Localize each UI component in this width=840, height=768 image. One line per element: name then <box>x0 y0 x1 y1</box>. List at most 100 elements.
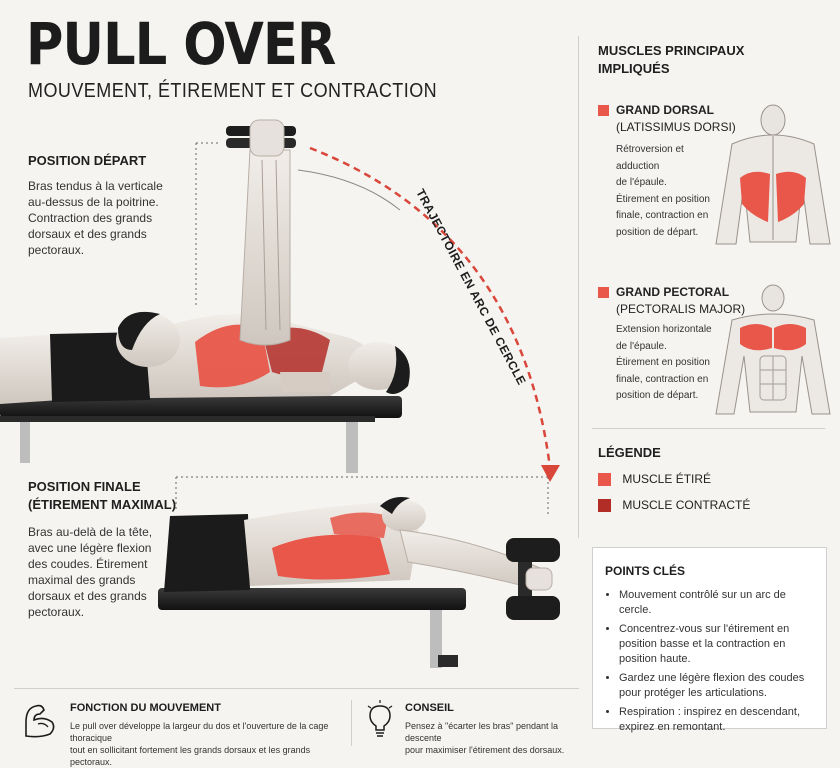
function-line: Le pull over développe la largeur du dos… <box>70 721 329 743</box>
key-point-item: Mouvement contrôlé sur un arc de cercle. <box>619 588 814 618</box>
back-head <box>760 104 786 136</box>
front-abs <box>759 355 787 401</box>
legend-stretched-swatch <box>598 473 611 487</box>
dorsal-name: GRAND DORSAL (LATISSIMUS DORSI) <box>598 102 736 136</box>
lightbulb-icon <box>367 700 393 737</box>
tip-line: Pensez à "écarter les bras" pendant la d… <box>405 721 558 743</box>
end-heading-line: POSITION FINALE <box>28 479 141 494</box>
legend-contracted-swatch <box>598 499 611 513</box>
start-bench-leg <box>20 418 30 463</box>
back-anatomy-figure <box>715 104 831 245</box>
dorsal-name-line: (LATISSIMUS DORSI) <box>616 120 736 134</box>
dorsal-name-line: GRAND DORSAL <box>616 103 714 117</box>
start-bench-pad <box>0 396 402 418</box>
end-dumbbell-plate <box>506 596 560 620</box>
key-points-list: Mouvement contrôlé sur un arc de cercle.… <box>605 588 814 735</box>
start-line: Contraction des grands <box>28 211 153 225</box>
pectoral-name-line: (PECTORALIS MAJOR) <box>616 302 746 316</box>
end-bench-foot <box>438 655 458 667</box>
end-position-figure <box>158 497 560 668</box>
end-line: Bras au-delà de la tête, <box>28 525 153 539</box>
pectoral-name: GRAND PECTORAL (PECTORALIS MAJOR) <box>598 284 745 318</box>
key-points-heading: POINTS CLÉS <box>605 564 686 578</box>
end-position-heading: POSITION FINALE (ÉTIREMENT MAXIMAL) <box>28 478 176 514</box>
footer-separator <box>351 700 352 746</box>
end-hands <box>525 567 553 591</box>
start-line: dorsaux et des grands <box>28 227 147 241</box>
key-points-box: POINTS CLÉS Mouvement contrôlé sur un ar… <box>592 547 827 733</box>
dorsal-line: de l'épaule. <box>616 177 667 188</box>
start-line: au-dessus de la poitrine. <box>28 195 159 209</box>
start-position-heading: POSITION DÉPART <box>28 153 147 168</box>
tip-heading: CONSEIL <box>405 702 454 714</box>
end-line: dorsaux et des grands <box>28 589 147 603</box>
legend-heading: LÉGENDE <box>598 445 661 460</box>
dorsal-line: Étirement en position <box>616 193 710 205</box>
legend-contracted: MUSCLE CONTRACTÉ <box>598 498 750 513</box>
start-arm-line <box>261 159 267 331</box>
end-line: maximal des grands <box>28 573 136 587</box>
start-bench-leg <box>346 418 358 473</box>
start-bench-frame <box>0 416 375 422</box>
pectoral-line: finale, contraction en <box>616 373 709 385</box>
dorsal-line: finale, contraction en <box>616 210 709 221</box>
exercise-illustration <box>0 119 560 668</box>
start-hair <box>118 311 160 350</box>
muscles-heading-line: IMPLIQUÉS <box>598 61 670 76</box>
key-point-item: Gardez une légère flexion des coudes pou… <box>619 671 814 701</box>
trajectory-inner-arc <box>297 169 401 211</box>
trajectory-arrowhead <box>541 465 560 482</box>
key-point-item: Respiration : inspirez en descendant, ex… <box>619 705 814 735</box>
tip-line: pour maximiser l'étirement des dorsaux. <box>405 745 565 755</box>
legend-stretched-label: MUSCLE ÉTIRÉ <box>622 472 712 486</box>
start-position-description: Bras tendus à la verticale au-dessus de … <box>28 178 198 258</box>
biceps-icon <box>25 704 55 738</box>
start-legs <box>0 334 60 404</box>
start-position-figure <box>0 119 410 473</box>
key-point-item: Concentrez-vous sur l'étirement en posit… <box>619 622 814 667</box>
column-divider <box>578 36 579 538</box>
start-line: Bras tendus à la verticale <box>28 179 163 193</box>
front-pec-left <box>740 324 772 351</box>
end-line: pectoraux. <box>28 605 85 619</box>
function-heading: FONCTION DU MOUVEMENT <box>70 702 221 714</box>
guide-lines <box>175 142 549 515</box>
dorsal-line: position de départ. <box>616 226 699 238</box>
muscles-heading: MUSCLES PRINCIPAUX IMPLIQUÉS <box>598 42 744 78</box>
start-abs <box>280 372 330 392</box>
start-hands <box>249 119 285 157</box>
end-hair <box>380 497 410 514</box>
end-bench-pad <box>158 588 466 610</box>
page-subtitle: MOUVEMENT, ÉTIREMENT ET CONTRACTION <box>28 80 438 102</box>
legend-stretched: MUSCLE ÉTIRÉ <box>598 472 711 487</box>
page-title: PULL OVER <box>26 10 336 78</box>
start-line: pectoraux. <box>28 243 85 257</box>
start-arms <box>239 149 291 346</box>
function-line: tout en sollicitant fortement les grands… <box>70 745 311 767</box>
end-dumbbell-plate <box>506 538 560 562</box>
pectoral-description: Extension horizontale de l'épaule. Étire… <box>616 322 716 405</box>
front-pec-right <box>774 324 806 351</box>
function-description: Le pull over développe la largeur du dos… <box>70 720 345 768</box>
end-bench-leg <box>430 610 442 668</box>
back-lat-right <box>776 171 806 222</box>
start-arm-line <box>275 159 281 331</box>
pectoral-line: Extension horizontale <box>616 324 712 335</box>
end-pectoral <box>330 512 388 538</box>
footer-divider <box>14 688 579 689</box>
end-line: des coudes. Étirement <box>28 557 148 571</box>
end-latissimus <box>272 534 390 580</box>
end-line: avec une légère flexion <box>28 541 152 555</box>
front-head <box>761 284 785 312</box>
back-lat-left <box>740 171 770 222</box>
end-heading-line: (ÉTIREMENT MAXIMAL) <box>28 497 177 512</box>
dorsal-description: Rétroversion et adduction de l'épaule. É… <box>616 142 716 241</box>
legend-contracted-label: MUSCLE CONTRACTÉ <box>622 498 751 512</box>
start-hair-right <box>386 346 410 394</box>
pectoral-line: position de départ. <box>616 390 699 401</box>
trajectory-arc <box>309 146 552 469</box>
pectoral-line: Étirement en position <box>616 357 710 368</box>
muscles-heading-line: MUSCLES PRINCIPAUX <box>598 43 745 58</box>
dorsal-line: Rétroversion et adduction <box>616 144 684 172</box>
start-head-right <box>348 342 408 390</box>
